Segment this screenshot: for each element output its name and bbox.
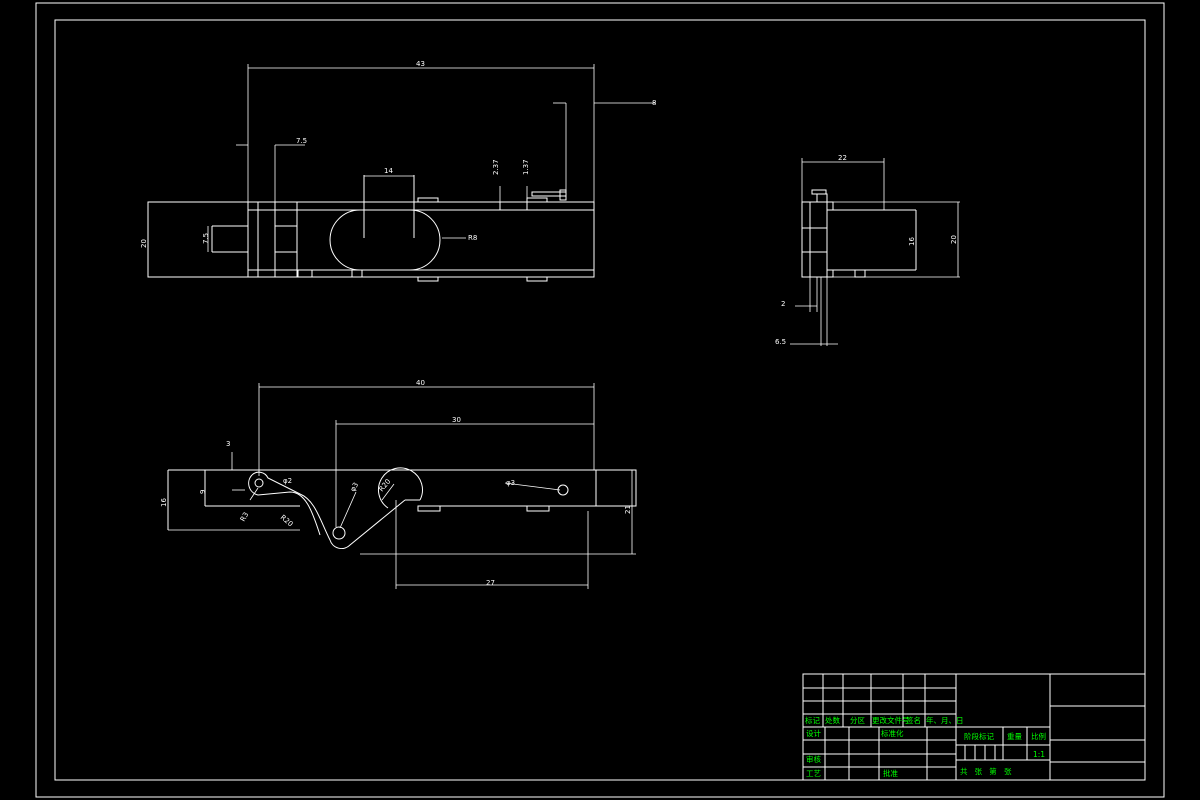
tb-header-sign: 签名 — [906, 715, 921, 725]
tb-label-standard: 标准化 — [881, 728, 904, 738]
tb-label-process: 工艺 — [806, 769, 821, 778]
tb-label-review: 审核 — [806, 754, 821, 764]
dim-16-bottom: 16 — [160, 498, 168, 507]
dim-phi3-right: φ3 — [506, 479, 515, 487]
dim-30: 30 — [452, 416, 461, 424]
dim-r8: R8 — [468, 234, 477, 242]
tb-label-design: 设计 — [806, 728, 821, 738]
tb-label-stage: 阶段标记 — [964, 731, 994, 741]
tb-header-mark: 标记 — [805, 715, 820, 725]
inner-frame — [54, 19, 1146, 781]
tb-label-weight: 重量 — [1007, 732, 1022, 741]
tb-label-approve: 批准 — [883, 768, 898, 778]
dim-14: 14 — [384, 167, 393, 175]
bottom-view: 40 30 27 3 9 16 21 φ2 φ3 φ3 R3 R20 R20 — [160, 379, 637, 589]
tb-scale-value: 1:1 — [1033, 750, 1045, 759]
dim-8: 8 — [652, 99, 656, 107]
dim-7-5-top: 7.5 — [296, 137, 307, 145]
dim-20-side: 20 — [950, 235, 958, 244]
dim-phi2: φ2 — [283, 477, 292, 485]
dim-16-side: 16 — [908, 237, 916, 246]
tb-label-scale: 比例 — [1031, 731, 1046, 741]
tb-sheet-text: 共 张 第 张 — [960, 766, 1012, 776]
front-view: 43 8 7.5 14 2.37 1.37 20 7.5 R8 — [140, 60, 656, 282]
dim-r3: R3 — [239, 511, 251, 523]
dim-20-front: 20 — [140, 239, 148, 248]
tb-header-change-doc: 更改文件号 — [872, 715, 910, 725]
dim-9: 9 — [199, 490, 207, 494]
dim-7-5-tab: 7.5 — [202, 233, 210, 244]
tb-header-date: 年、月、日 — [926, 715, 964, 725]
dim-3: 3 — [226, 440, 230, 448]
dim-1-37: 1.37 — [522, 159, 530, 175]
tb-header-zone: 分区 — [850, 716, 865, 725]
dim-r20-left: R20 — [279, 513, 295, 528]
tb-header-count: 处数 — [825, 715, 840, 725]
dim-2-side: 2 — [781, 300, 785, 308]
dim-40: 40 — [416, 379, 425, 387]
dim-6-5: 6.5 — [775, 338, 786, 346]
title-block: 标记 处数 分区 更改文件号 签名 年、月、日 设计 标准化 阶段标记 重量 比… — [802, 673, 1146, 781]
outer-frame — [35, 2, 1165, 798]
dim-phi3-mid: φ3 — [349, 481, 360, 493]
dim-43: 43 — [416, 60, 425, 68]
dim-27: 27 — [486, 579, 495, 587]
dim-r20-right: R20 — [377, 478, 392, 494]
dim-2-37: 2.37 — [492, 159, 500, 175]
dim-21: 21 — [624, 505, 632, 514]
dim-22: 22 — [838, 154, 847, 162]
side-view: 22 16 20 2 6.5 — [775, 154, 960, 346]
